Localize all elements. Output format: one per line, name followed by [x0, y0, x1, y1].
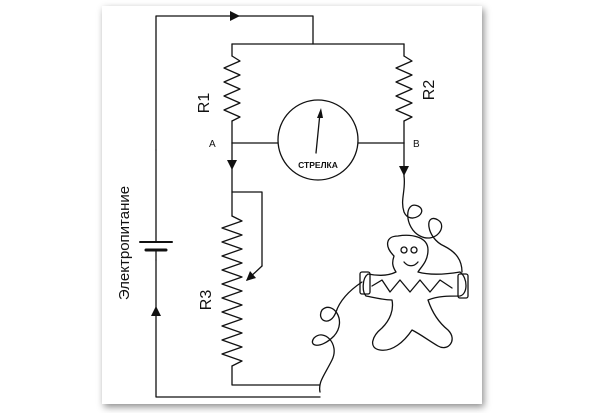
label-meter: СТРЕЛКА — [298, 160, 338, 170]
wire-r3-bottom — [231, 365, 321, 386]
galvanometer-needle — [315, 112, 321, 154]
person-eye-right — [410, 246, 418, 254]
arrow-top-wire — [230, 11, 240, 21]
label-node-a: A — [209, 139, 216, 150]
label-power-supply: Электропитание — [116, 186, 133, 300]
arrow-b-down — [399, 166, 409, 176]
label-r1: R1 — [196, 93, 213, 114]
arrow-left-wire — [151, 306, 161, 316]
wire-bottom-supply — [155, 259, 321, 398]
arrow-wiper — [246, 271, 256, 281]
curly-lead-left — [311, 281, 363, 393]
resistor-r2 — [395, 55, 413, 122]
person-mouth — [403, 261, 419, 267]
electrode-left — [359, 271, 371, 295]
resistor-r3 — [221, 215, 243, 367]
arrow-a-down — [227, 160, 237, 170]
electrode-right — [457, 273, 469, 299]
label-node-b: B — [413, 139, 420, 150]
galvanometer-dial — [277, 99, 359, 181]
needle-tip — [317, 108, 323, 118]
person-body-resistor — [371, 279, 453, 293]
curly-lead-right — [401, 175, 463, 273]
person-eye-left — [400, 246, 408, 254]
person-body-outline — [362, 234, 467, 351]
diagram-frame — [102, 6, 482, 404]
resistor-r1 — [223, 55, 241, 122]
wire-top-supply — [155, 15, 314, 151]
label-r3: R3 — [198, 290, 215, 311]
label-r2: R2 — [421, 80, 438, 101]
